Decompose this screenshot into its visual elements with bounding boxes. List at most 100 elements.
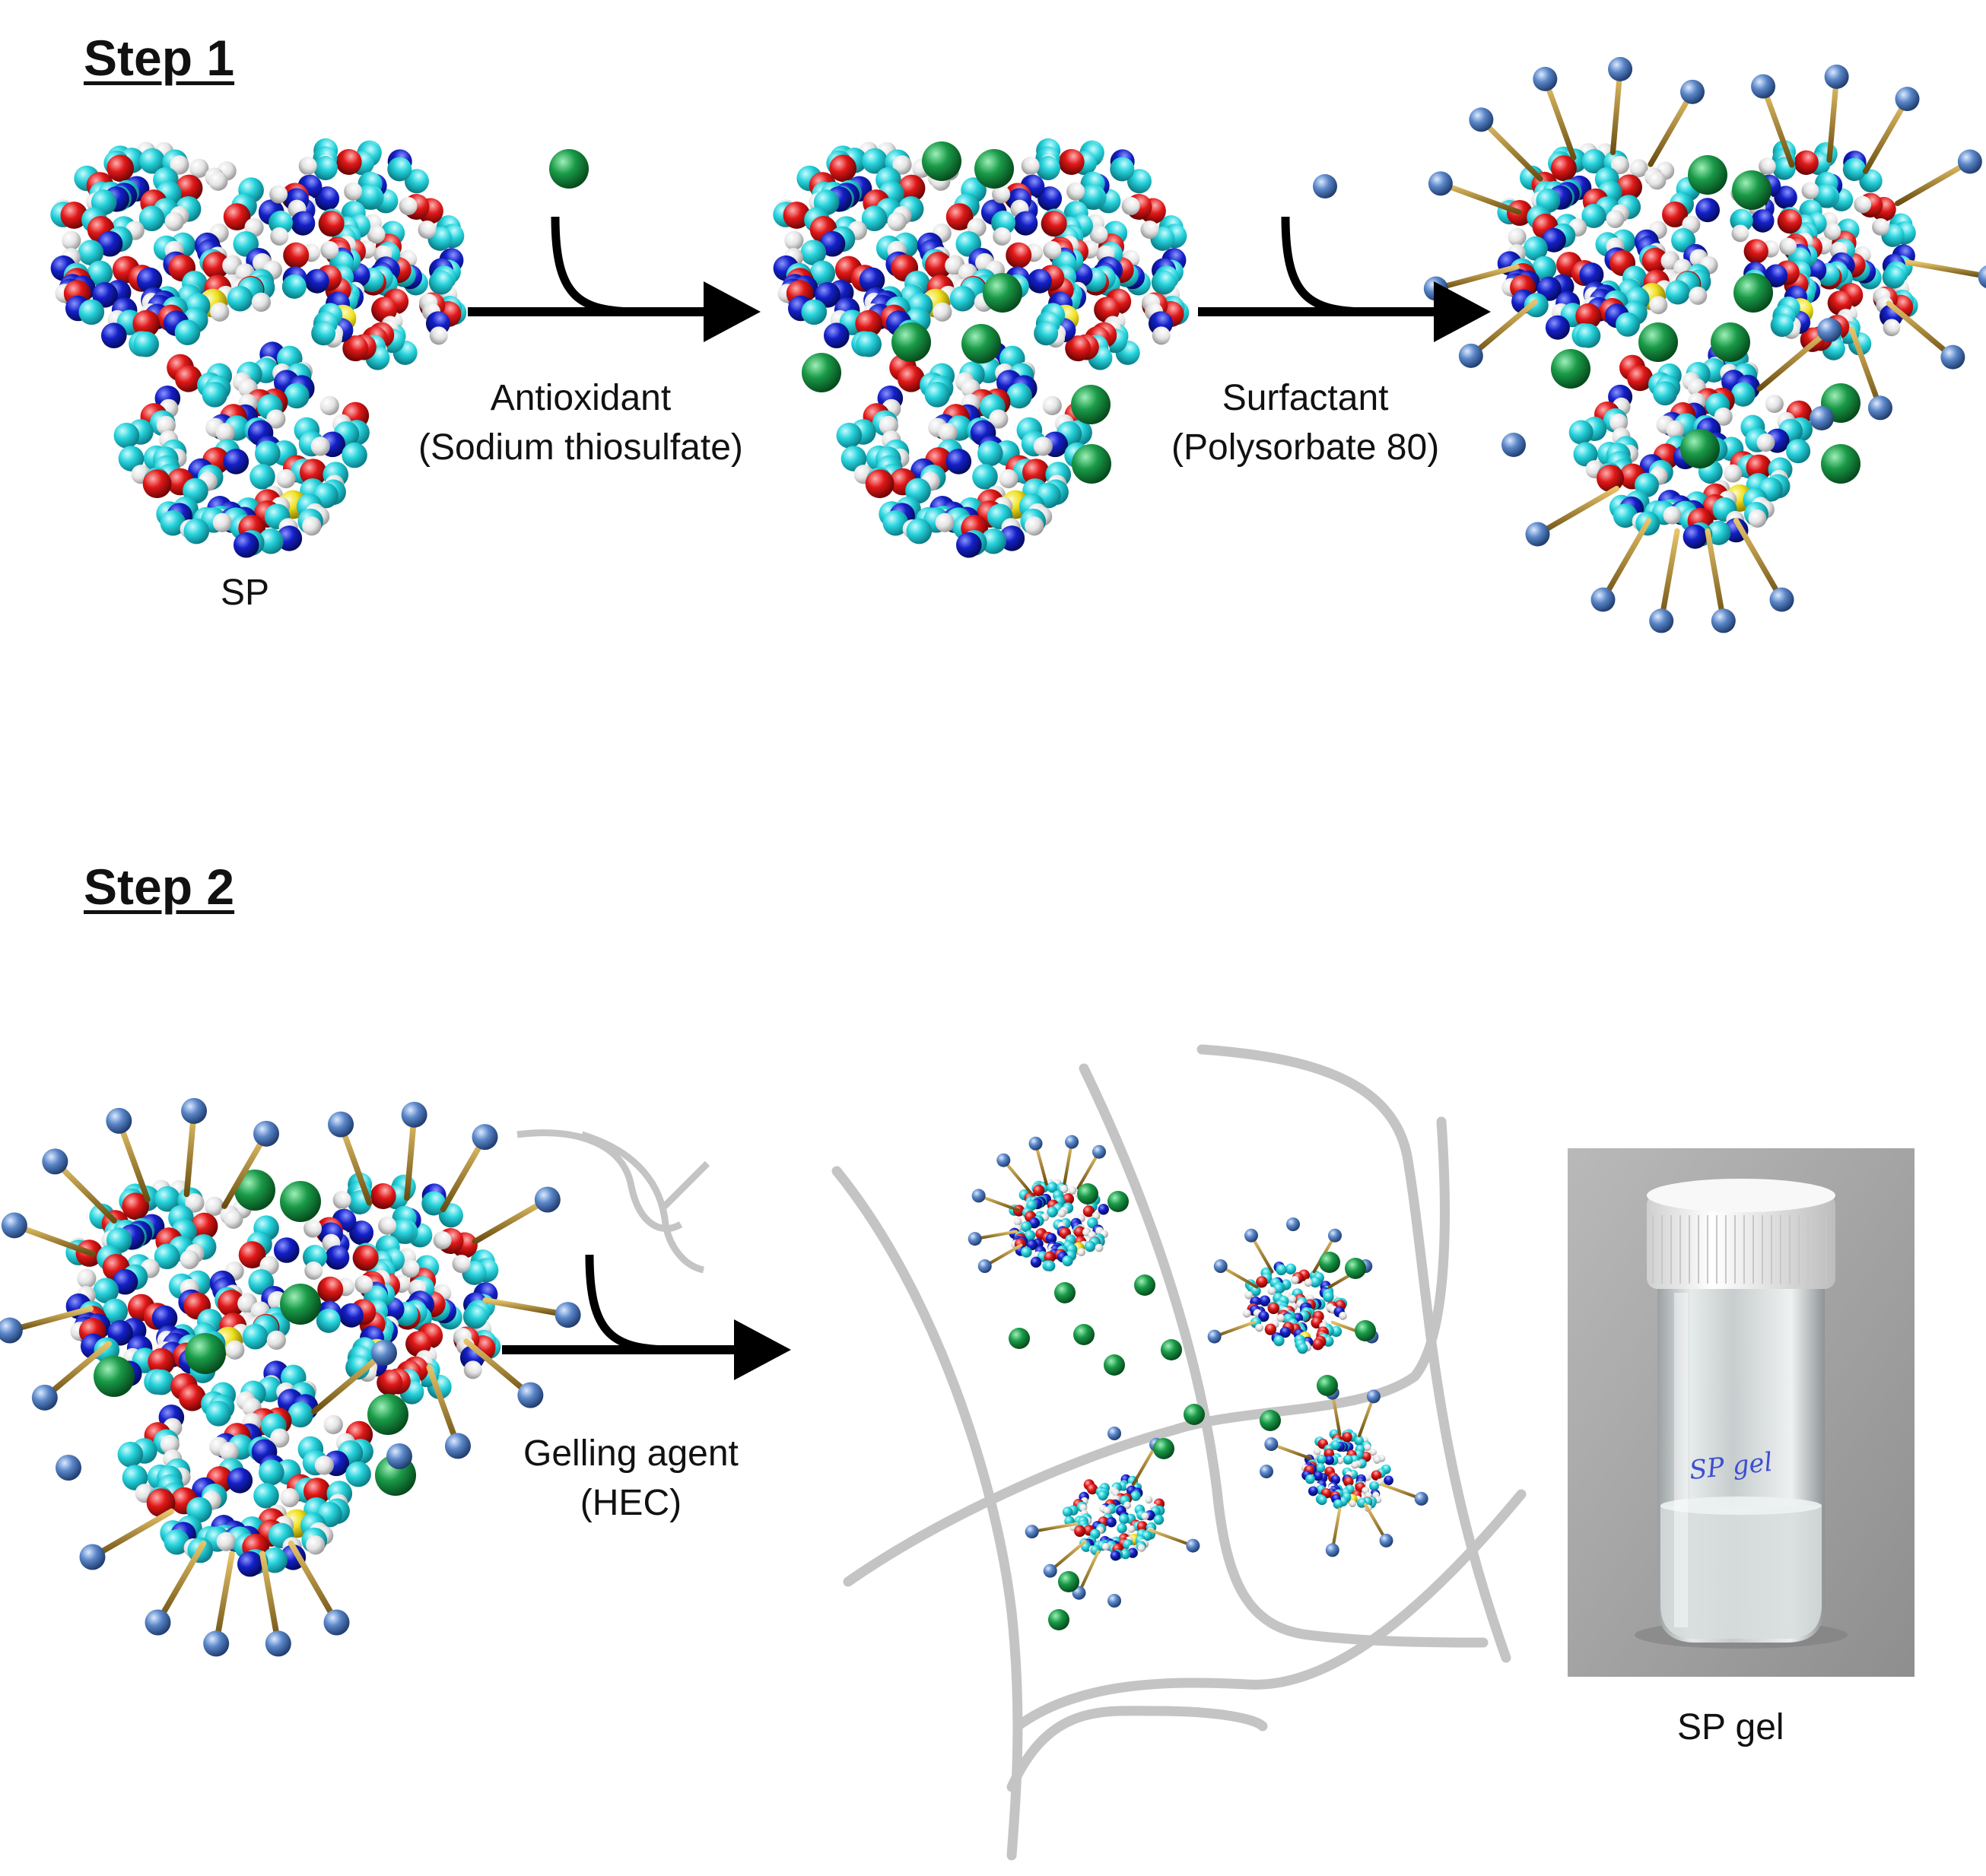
- surfactant-head: [1458, 343, 1483, 368]
- atom-o: [148, 1347, 176, 1376]
- atom-o: [300, 459, 327, 486]
- atom-o: [317, 1276, 344, 1303]
- hec-icon-branch: [659, 1160, 710, 1212]
- atom-n: [136, 267, 163, 294]
- atom-o: [1627, 365, 1654, 392]
- atom-h: [208, 171, 228, 191]
- atom-h: [1666, 420, 1685, 439]
- surfactant-head: [1325, 1543, 1339, 1557]
- atom-c: [288, 1401, 313, 1428]
- surfactant-head: [1957, 149, 1982, 174]
- atom-h: [225, 1340, 245, 1360]
- atom-o: [202, 251, 230, 279]
- arrow-curve: [1281, 216, 1370, 316]
- atom-h: [1291, 1275, 1299, 1284]
- atom-c: [1770, 313, 1794, 338]
- surfactant-tail: [1705, 528, 1727, 624]
- atom-h: [160, 1434, 180, 1455]
- atom-c: [93, 1278, 119, 1303]
- atom-o: [1073, 1226, 1086, 1238]
- surfactant-head: [1244, 1228, 1258, 1243]
- atom-h: [1689, 286, 1708, 305]
- atom-c: [924, 382, 951, 408]
- atom-o: [1256, 1276, 1268, 1288]
- surfactant-tail: [259, 1551, 281, 1647]
- atom-h: [1057, 1209, 1066, 1217]
- atom-o: [1082, 1205, 1095, 1217]
- surfactant-tail: [1002, 1158, 1032, 1194]
- atom-h: [319, 395, 339, 416]
- atom-c: [138, 205, 165, 231]
- atom-h: [887, 211, 907, 231]
- atom-h: [1883, 319, 1901, 337]
- atom-h: [1336, 1456, 1344, 1465]
- atom-n: [1259, 1295, 1271, 1306]
- surfactant-head: [1711, 608, 1736, 633]
- antioxidant-particle: [922, 141, 961, 181]
- atom-n: [1030, 1256, 1042, 1268]
- antioxidant-particle: [1733, 273, 1773, 313]
- antioxidant-label: Antioxidant (Sodium thiosulfate): [418, 374, 743, 473]
- atom-c: [154, 1243, 180, 1269]
- atom-o: [925, 251, 952, 279]
- atom-h: [1801, 182, 1819, 200]
- atom-c: [980, 528, 1006, 554]
- atom-h: [266, 1330, 287, 1350]
- surfactant-tail: [1076, 1150, 1101, 1190]
- antioxidant-particle: [1054, 1282, 1076, 1303]
- atom-h: [156, 415, 176, 436]
- atom-o: [106, 154, 135, 183]
- surfactant-tail: [1760, 83, 1795, 168]
- surfactant-tail: [1438, 180, 1522, 215]
- hec-strand: [1196, 1044, 1511, 1663]
- surfactant-head: [971, 1189, 986, 1203]
- atom-h: [310, 436, 330, 456]
- surfactant-head: [181, 1097, 208, 1124]
- arrow-curve: [551, 216, 640, 316]
- atom-c: [1151, 270, 1176, 295]
- atom-h: [1349, 1500, 1356, 1507]
- hec-strand: [1006, 1706, 1268, 1792]
- atom-h: [323, 1414, 343, 1435]
- atom-c: [122, 1465, 148, 1490]
- atom-n: [1026, 1239, 1038, 1251]
- antioxidant-particle: [1077, 1183, 1098, 1205]
- atom-c: [1323, 1291, 1334, 1303]
- atom-h: [164, 211, 184, 231]
- atom-h: [1033, 436, 1053, 456]
- atom-c: [313, 156, 338, 181]
- surfactant-tail: [1542, 76, 1577, 160]
- surfactant-head: [371, 1339, 398, 1366]
- atom-h: [1756, 433, 1775, 452]
- atom-h: [1068, 1186, 1077, 1195]
- atom-h: [1101, 1542, 1110, 1551]
- atom-h: [892, 155, 912, 175]
- peptide-cluster: [1062, 1474, 1165, 1561]
- surfactant-tail: [7, 1306, 94, 1334]
- atom-c: [1120, 1548, 1131, 1560]
- atom-o: [945, 203, 974, 230]
- atom-n: [1027, 268, 1052, 294]
- atom-n: [955, 532, 982, 558]
- antioxidant-particle: [891, 322, 931, 362]
- surfactant-tail: [1363, 1503, 1388, 1542]
- glass-highlight: [1674, 1293, 1688, 1627]
- antioxidant-particle: [1551, 349, 1590, 389]
- atom-c: [255, 440, 281, 467]
- surfactant-label: Surfactant (Polysorbate 80): [1171, 374, 1439, 473]
- atom-o: [1641, 247, 1668, 274]
- arrow-curve: [585, 1254, 674, 1354]
- surfactant-tail: [1862, 96, 1911, 175]
- surfactant-tail: [288, 1540, 340, 1626]
- atom-o: [1794, 150, 1819, 176]
- atom-n: [1384, 1475, 1393, 1486]
- antioxidant-particle: [961, 324, 1001, 363]
- surfactant-tail: [41, 1341, 112, 1401]
- surfactant-tail: [311, 1350, 387, 1414]
- surfactant-tail: [1886, 300, 1956, 360]
- atom-h: [269, 185, 288, 204]
- surfactant-head: [996, 1153, 1011, 1167]
- surfactant-tail: [1148, 1528, 1195, 1547]
- atom-c: [1315, 1463, 1326, 1473]
- atom-c: [1273, 1335, 1285, 1347]
